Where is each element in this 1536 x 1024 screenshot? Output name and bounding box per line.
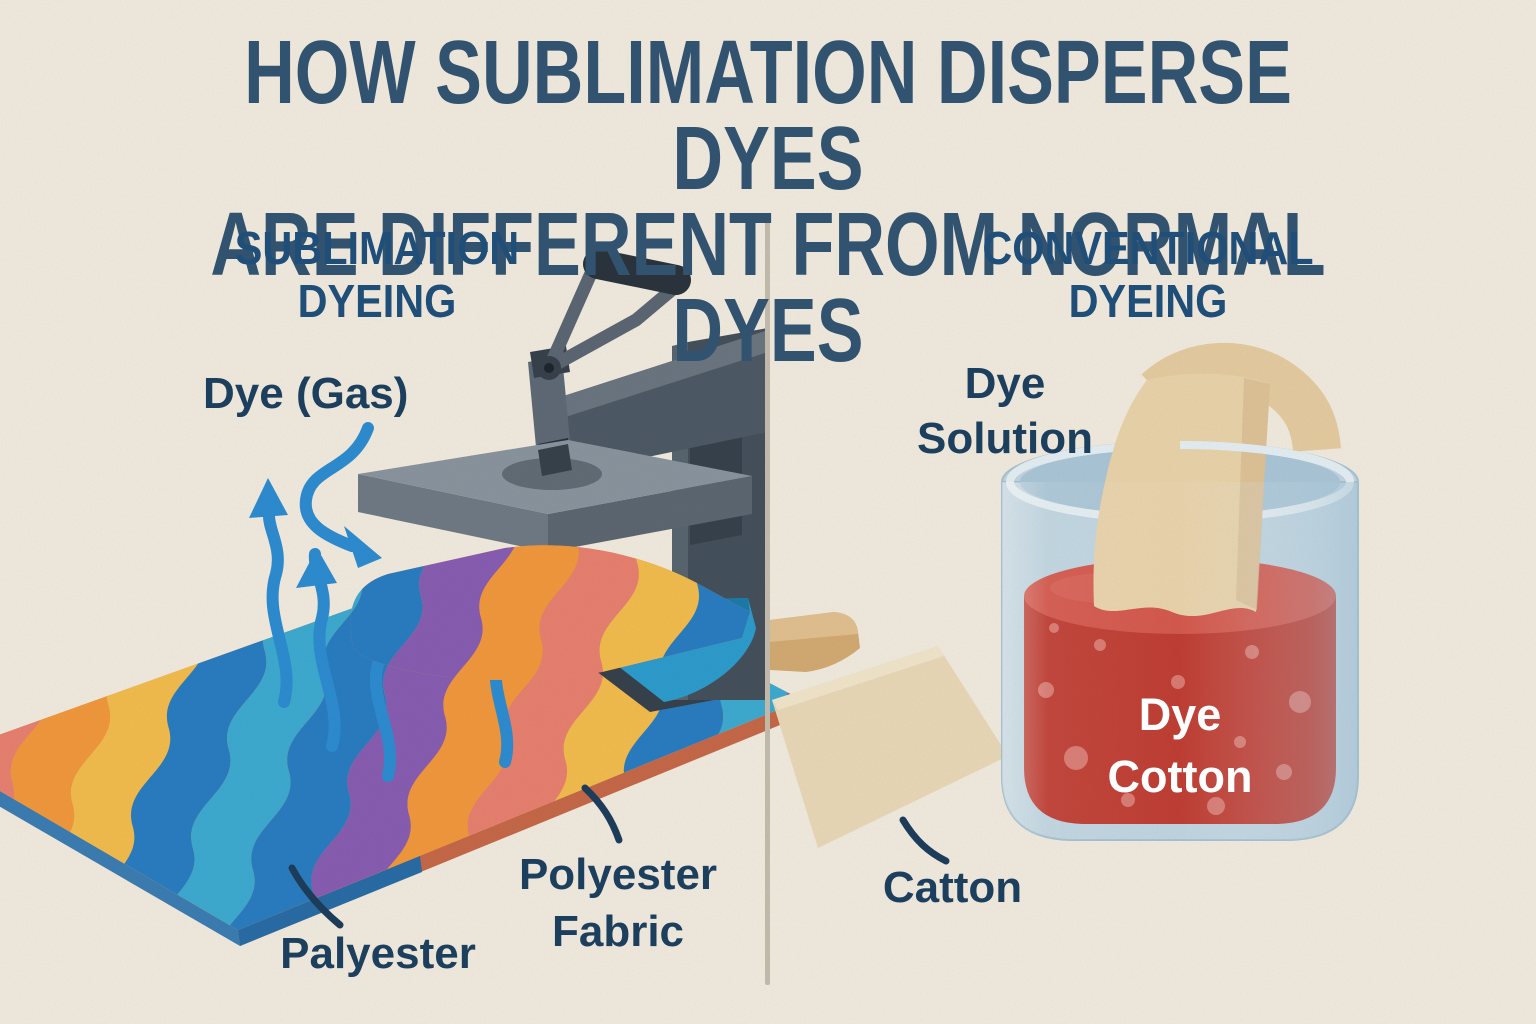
label-polyester-fabric-line-2: Fabric (551, 907, 685, 956)
title-line-1: HOW SUBLIMATION DISPERSE DYES (244, 23, 1292, 209)
title-line-2: ARE DIFFERENT FROM NORMAL DYES (210, 195, 1326, 381)
label-dye-solution-line-1: Dye (964, 359, 1046, 408)
heading-conventional-line-2: DYEING (1068, 275, 1228, 327)
heading-sublimation-line-1: SUBLIMATION (234, 222, 520, 274)
heading-sublimation-dyeing: SUBLIMATION DYEING (193, 222, 562, 328)
heading-sublimation-line-2: DYEING (297, 275, 457, 327)
label-dye-solution-line-2: Solution (917, 414, 1093, 463)
page-title: HOW SUBLIMATION DISPERSE DYES ARE DIFFER… (169, 23, 1367, 381)
label-dye-gas: Dye (Gas) (203, 369, 409, 418)
label-dye-solution: Dye Solution (900, 356, 1110, 466)
label-beaker-line-2: Cotton (1107, 751, 1253, 802)
label-beaker-line-1: Dye (1138, 689, 1222, 740)
label-polyester-fabric-line-1: Polyester (518, 850, 718, 899)
label-polyester-fabric: Polyester Fabric (498, 846, 738, 960)
heading-conventional-line-1: CONVENTIONAL (982, 222, 1314, 274)
label-dye-cotton-in-beaker: Dye Cotton (1055, 684, 1305, 808)
label-palyester: Palyester (280, 929, 476, 978)
heading-conventional-dyeing: CONVENTIONAL DYEING (964, 222, 1333, 328)
label-catton: Catton (882, 863, 1023, 912)
